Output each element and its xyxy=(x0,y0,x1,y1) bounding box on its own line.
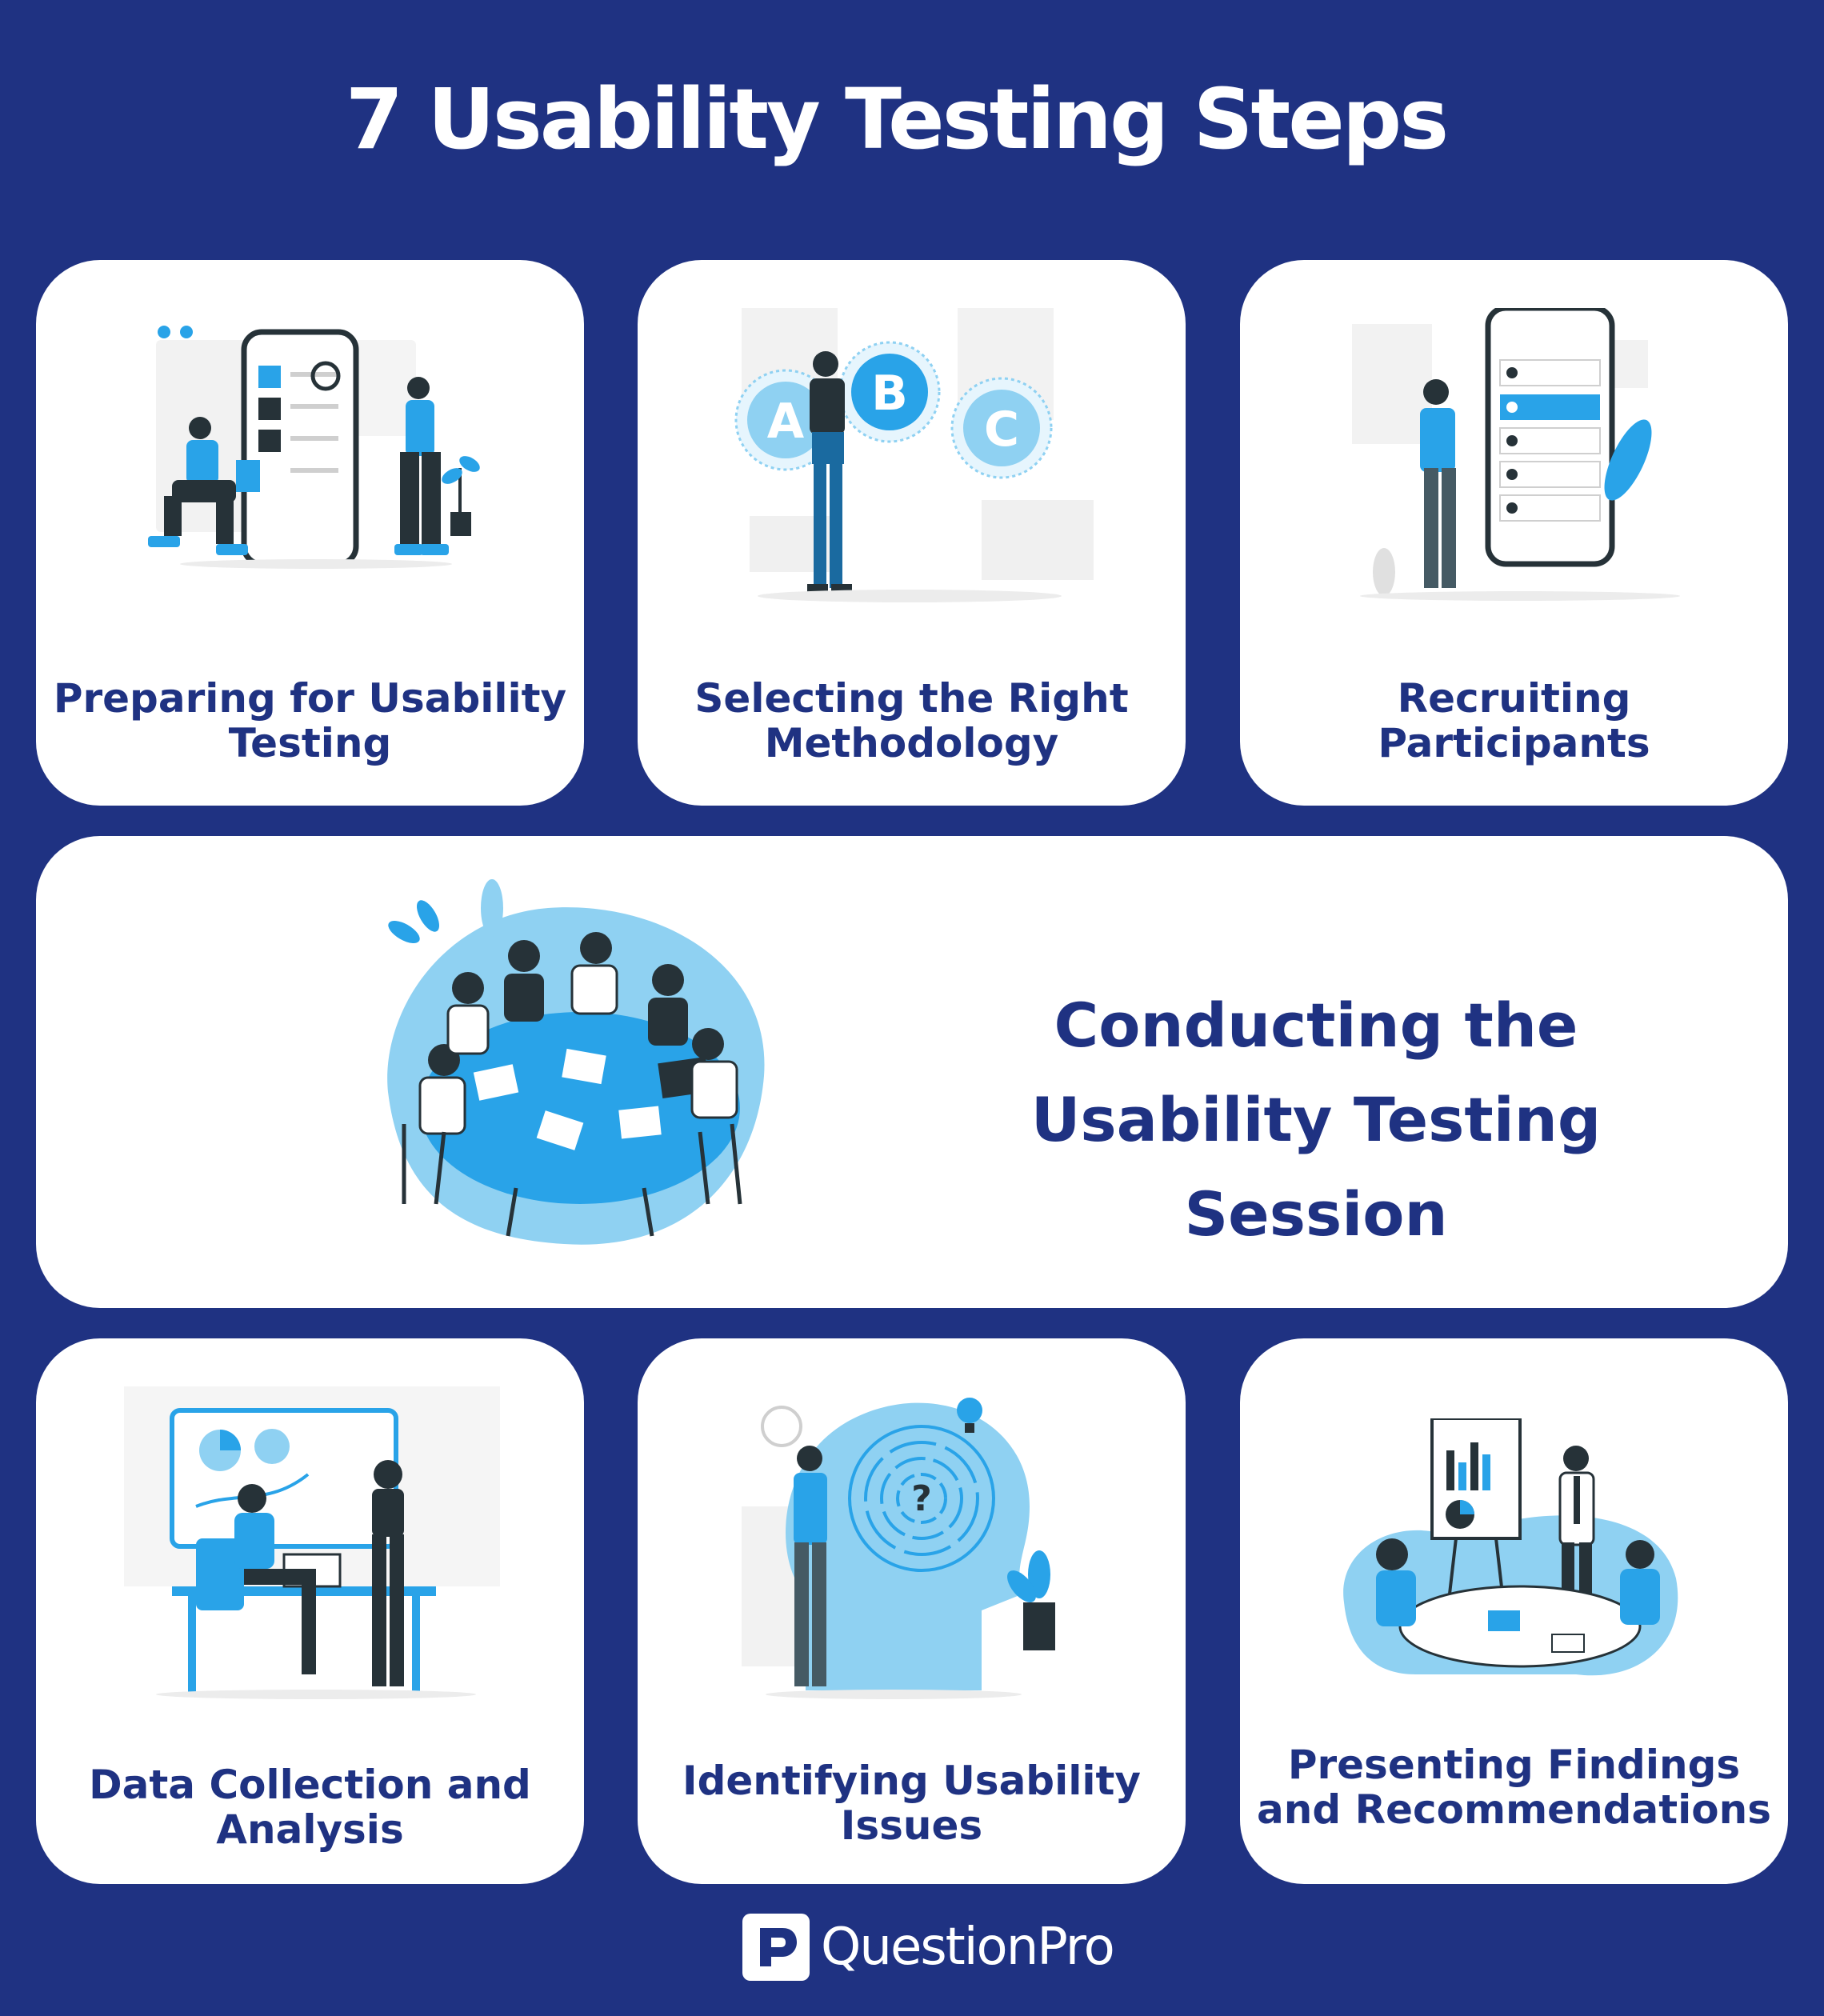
step-label: Preparing for Usability Testing xyxy=(53,675,567,766)
step-card-identifying: ? Identifying Usability Issues xyxy=(638,1338,1186,1884)
meeting-table-illustration xyxy=(387,879,765,1245)
step-label: Recruiting Participants xyxy=(1378,675,1650,766)
questionpro-logo: QuestionPro xyxy=(742,1914,1115,1981)
step-card-recruiting: Recruiting Participants xyxy=(1240,260,1788,806)
abc-choice-illustration: A B C xyxy=(734,308,1094,602)
step-card-presenting: Presenting Findings and Recommendations xyxy=(1240,1338,1788,1884)
step-label: Data Collection and Analysis xyxy=(89,1762,531,1853)
step-card-data-collection: Data Collection and Analysis xyxy=(36,1338,584,1884)
presentation-board-illustration xyxy=(1343,1418,1678,1676)
step-label: Identifying Usability Issues xyxy=(682,1758,1142,1849)
step-card-preparing: Preparing for Usability Testing xyxy=(36,260,584,806)
step-label: Selecting the Right Methodology xyxy=(694,675,1129,766)
phone-profile-list-illustration xyxy=(1352,308,1680,601)
desk-analytics-illustration xyxy=(124,1386,500,1699)
page-title: 7 Usability Testing Steps xyxy=(345,70,1449,168)
letter-b: B xyxy=(871,366,908,422)
letter-c: C xyxy=(984,402,1019,458)
question-mark: ? xyxy=(911,1478,932,1519)
step-card-selecting: A B C Selecting the Right Methodology xyxy=(638,260,1186,806)
step-label: Conducting the Usability Testing Session xyxy=(1030,990,1602,1250)
letter-a: A xyxy=(767,394,805,450)
brand-name: QuestionPro xyxy=(821,1918,1115,1977)
step-label: Presenting Findings and Recommendations xyxy=(1257,1742,1771,1833)
logo-p-icon xyxy=(760,1928,797,1966)
mobile-app-team-illustration xyxy=(148,326,480,569)
head-maze-illustration: ? xyxy=(742,1398,1055,1699)
step-card-conducting: Conducting the Usability Testing Session xyxy=(36,836,1788,1308)
questionpro-logo-mark xyxy=(742,1914,810,1981)
